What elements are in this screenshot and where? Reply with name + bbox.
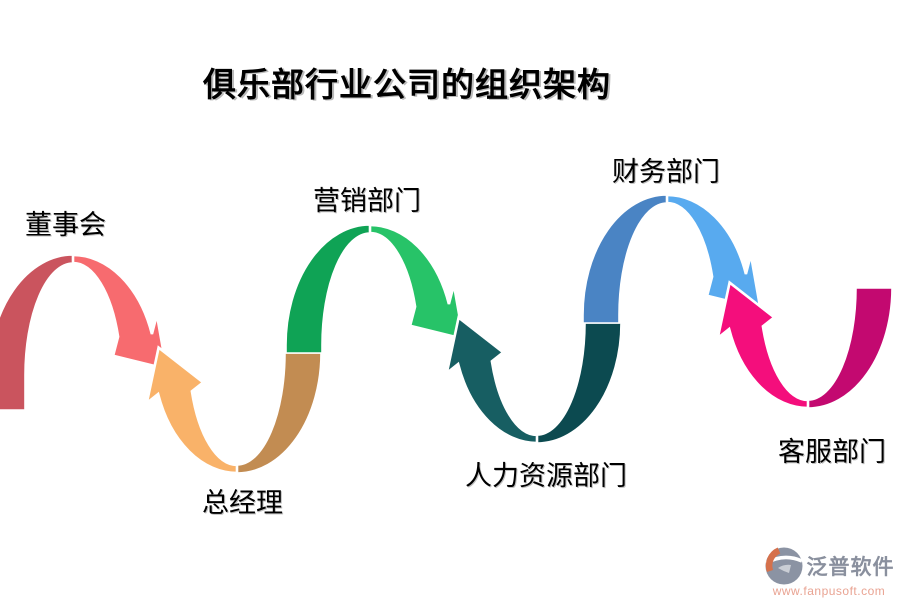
- label-customer-service-dept: 客服部门: [778, 437, 886, 467]
- board-arc-back: [0, 254, 74, 411]
- label-hr-dept: 人力资源部门: [465, 461, 627, 491]
- hr-arrow-front: [444, 315, 539, 445]
- label-general-manager: 总经理: [202, 488, 283, 518]
- board-arrow-front: [71, 253, 169, 371]
- fanpu-watermark: 泛普软件 www.fanpusoft.com: [763, 546, 895, 598]
- fanpu-logo-icon: [764, 547, 803, 585]
- diagram-title: 俱乐部行业公司的组织架构: [203, 68, 611, 104]
- label-finance-dept: 财务部门: [612, 157, 720, 187]
- watermark-brand-text: 泛普软件: [806, 556, 895, 579]
- finance-arrow-front: [665, 193, 763, 311]
- marketing-arc-back: [285, 224, 371, 354]
- customer-service-arc-back: [807, 287, 893, 409]
- general-manager-arc-back: [236, 352, 322, 474]
- hr-arc-back: [536, 322, 622, 444]
- watermark-url-text: www.fanpusoft.com: [772, 584, 886, 598]
- marketing-arrow-front: [368, 223, 466, 341]
- finance-arc-back: [582, 194, 668, 324]
- label-marketing-dept: 营销部门: [313, 186, 421, 216]
- customer-service-arrow-front: [715, 280, 810, 410]
- general-manager-arrow-front: [144, 345, 239, 475]
- label-board-of-directors: 董事会: [25, 210, 106, 240]
